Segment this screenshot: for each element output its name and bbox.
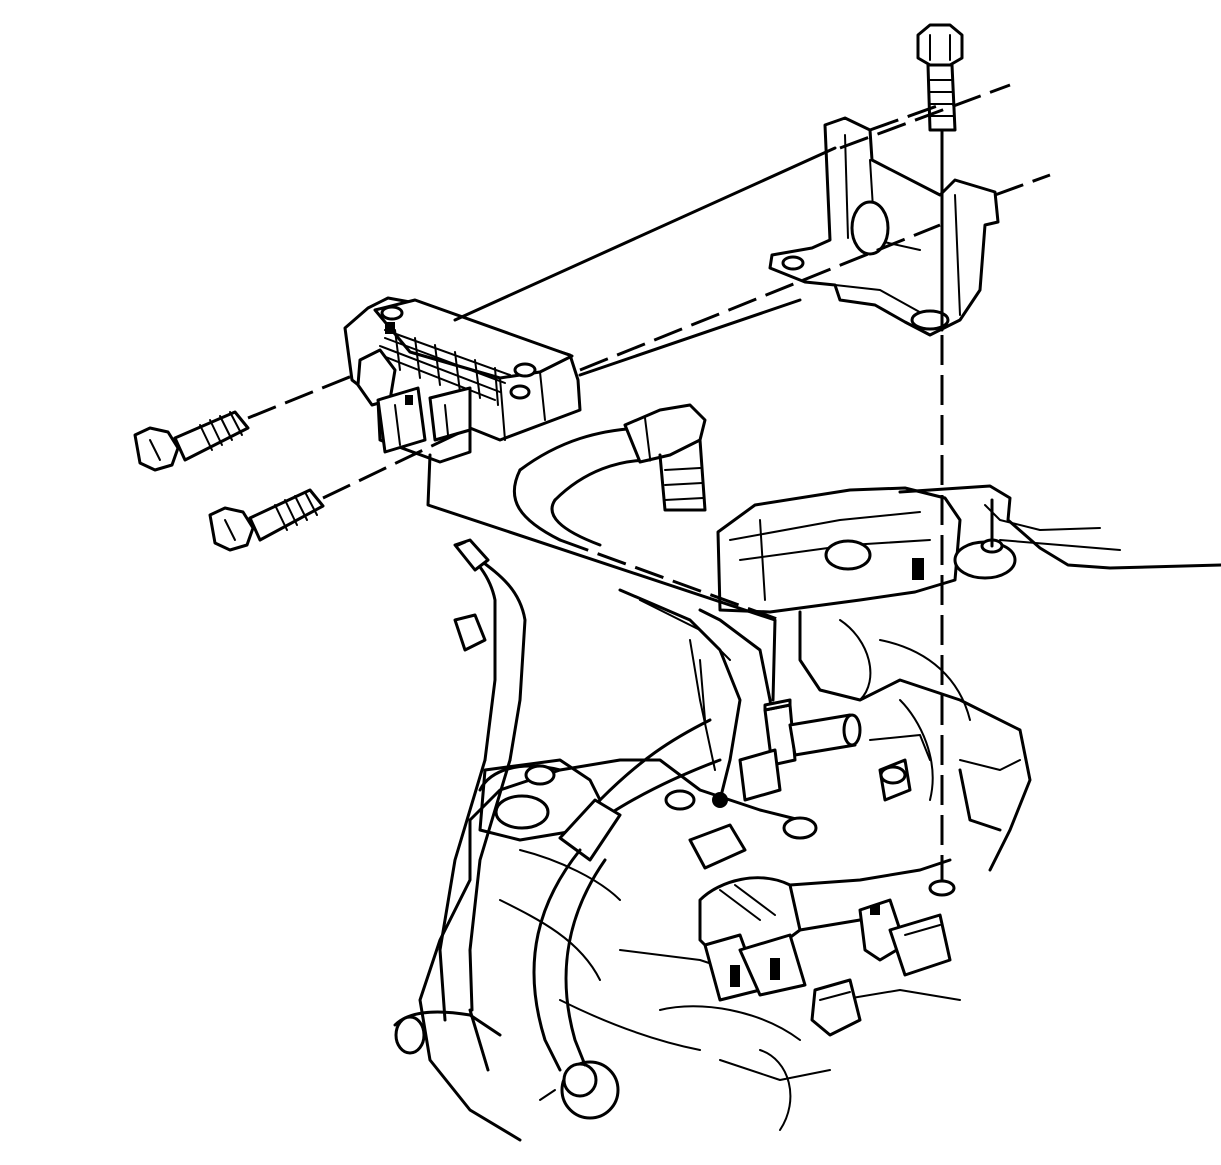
engine-assembly bbox=[393, 484, 1221, 1142]
hoses bbox=[438, 403, 722, 1072]
ignition-control-module bbox=[343, 296, 777, 702]
module-bolt-lower bbox=[208, 488, 325, 552]
alignment-lines bbox=[247, 83, 1051, 897]
mounting-bracket bbox=[768, 116, 1000, 337]
module-bolt bbox=[133, 410, 325, 552]
bracket-bolt bbox=[916, 23, 964, 132]
wiring-harness bbox=[618, 588, 952, 1037]
module-bolt-upper bbox=[133, 410, 250, 472]
